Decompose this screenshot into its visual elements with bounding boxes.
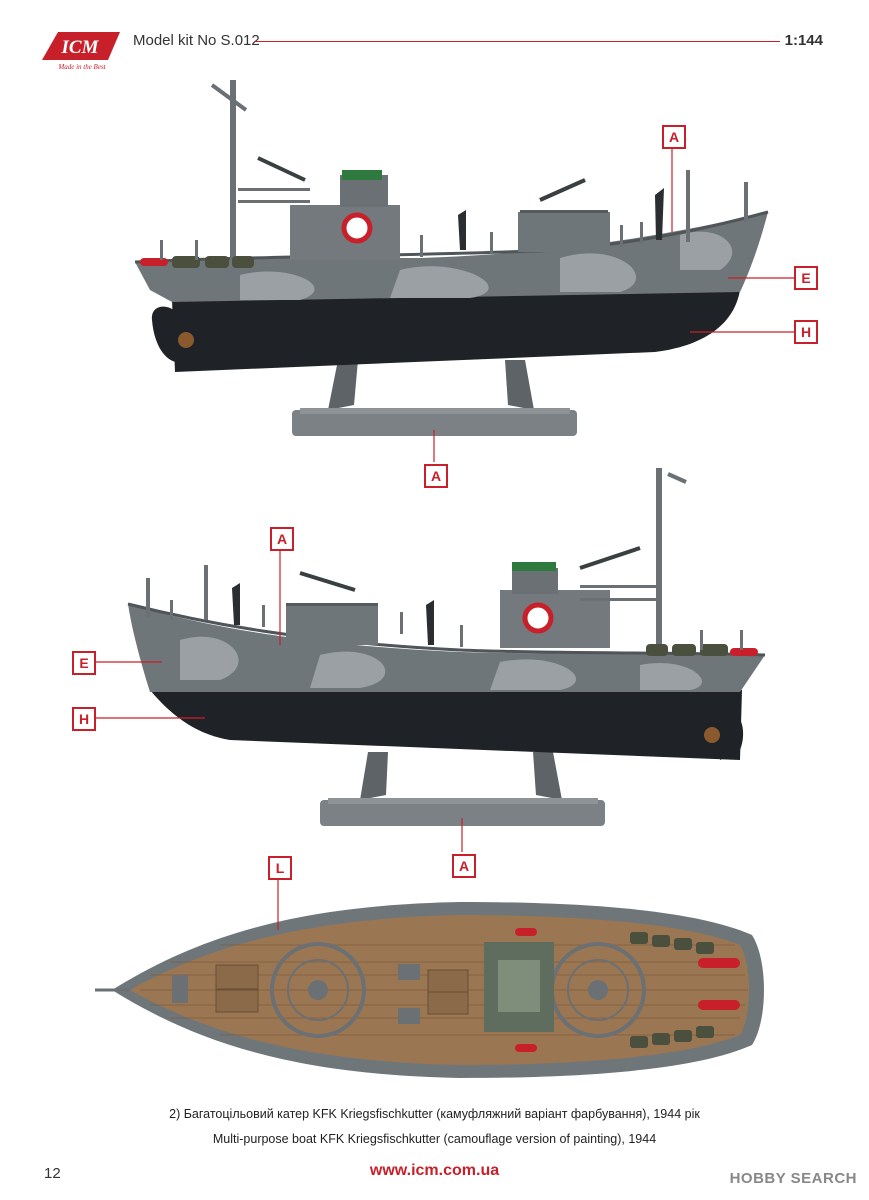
ship-deck-top-view: [95, 880, 764, 1078]
icm-logo: ICM Made in the Best: [42, 32, 120, 71]
display-stand-top: [292, 360, 577, 436]
callout-deck-l: L: [268, 856, 292, 880]
callout-top-a: A: [662, 125, 686, 149]
svg-text:ICM: ICM: [61, 37, 100, 58]
callout-mid-h: H: [72, 707, 96, 731]
caption-english: Multi-purpose boat KFK Kriegsfischkutter…: [212, 1132, 657, 1146]
callout-mid-stand-a: A: [452, 854, 476, 878]
display-stand-mid: [320, 752, 605, 826]
callout-top-e: E: [794, 266, 818, 290]
callout-top-stand-a: A: [424, 464, 448, 488]
callout-mid-e: E: [72, 651, 96, 675]
callout-top-h: H: [794, 320, 818, 344]
watermark: HOBBY SEARCH: [729, 1170, 857, 1187]
scale-label: 1:144: [784, 32, 823, 49]
website-link[interactable]: www.icm.com.ua: [369, 1162, 500, 1179]
svg-text:Made in the Best: Made in the Best: [57, 63, 106, 71]
page-number: 12: [44, 1165, 61, 1182]
model-kit-number: Model kit No S.012: [133, 32, 260, 49]
header-rule: [254, 41, 780, 42]
callout-mid-a: A: [270, 527, 294, 551]
ship-side-view-port: [96, 468, 766, 852]
ship-side-view-starboard: [134, 80, 794, 462]
caption-ukrainian: 2) Багатоцільовий катер KFK Kriegsfischk…: [169, 1107, 700, 1121]
